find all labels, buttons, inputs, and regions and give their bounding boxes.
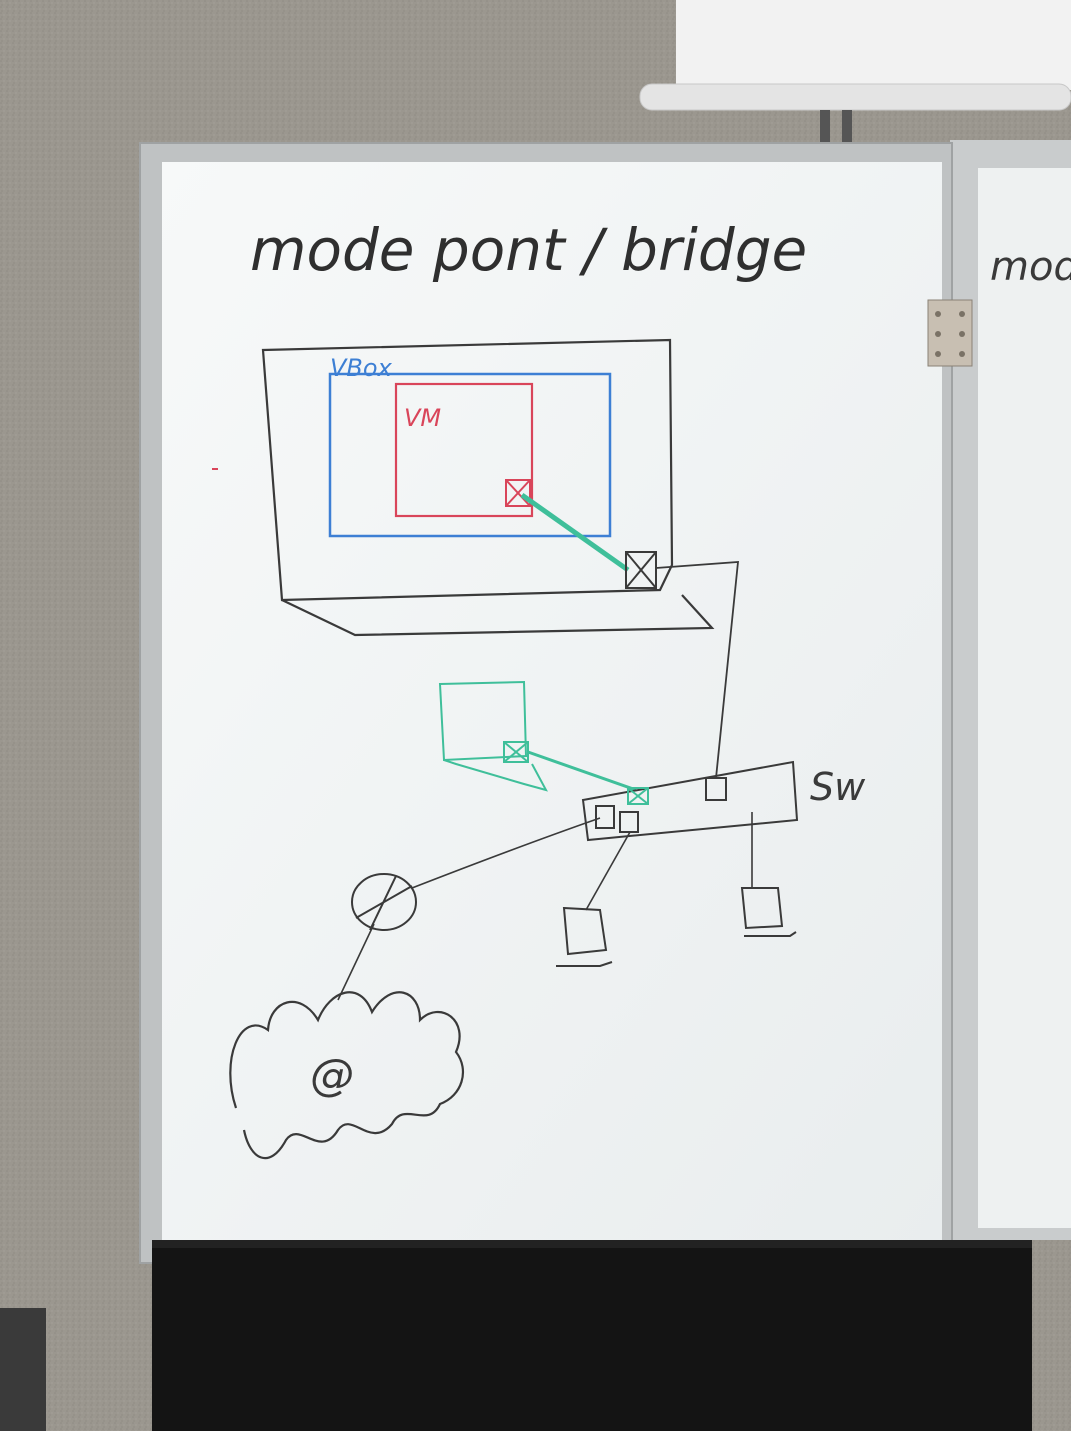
vm-window [394, 382, 534, 518]
green-computer [438, 680, 548, 792]
adjacent-board-title: mod [990, 244, 1071, 290]
router-internet-cable [337, 923, 375, 1001]
switch-label: Sw [810, 765, 866, 809]
hinge [927, 299, 973, 367]
host-nic-icon [625, 551, 657, 589]
green-computer-cable [527, 750, 637, 792]
pc-2 [740, 887, 797, 937]
internet-label: @ [310, 1050, 354, 1101]
pc-1 [556, 906, 613, 967]
whiteboard-surface [162, 162, 942, 1242]
router [351, 873, 417, 931]
vbox-label: VBox [330, 354, 393, 382]
vm-nic-icon [505, 479, 531, 507]
projector-screen [639, 0, 1071, 146]
switch-port-green [627, 787, 649, 805]
board-title: mode pont / bridge [250, 216, 807, 284]
vbox-window [328, 372, 612, 538]
switch-port-host [705, 777, 727, 801]
network-switch [581, 760, 799, 842]
internet-cloud [229, 991, 465, 1160]
bridge-link [520, 492, 630, 573]
host-laptop [261, 338, 715, 637]
switch-port-router [595, 805, 615, 829]
vm-label: VM [404, 404, 441, 432]
foreground-object-left [0, 1308, 46, 1431]
pc1-switch-cable [585, 831, 631, 911]
host-switch-cable [655, 561, 740, 779]
switch-port-pc1 [619, 811, 639, 833]
adjacent-whiteboard [950, 140, 1071, 1240]
red-speck [212, 468, 218, 470]
foreground-monitor [152, 1240, 1032, 1431]
router-switch-cable [411, 817, 601, 889]
